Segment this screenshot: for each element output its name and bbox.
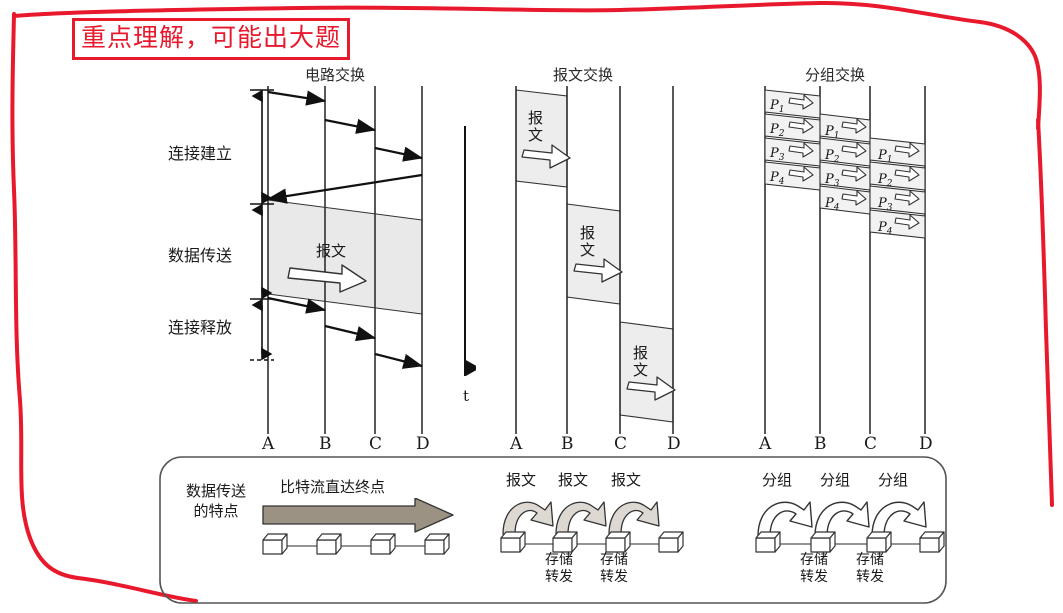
message-node-a: A <box>510 434 523 454</box>
store-forward-line2: 转发 <box>856 569 884 585</box>
panel-title-packet-switching: 分组交换 <box>805 66 866 84</box>
message-segment-label-1: 报文 <box>528 109 544 144</box>
packet-switching-diagram: P1 P2 P3 P4 P1 P2 P3 P4 P1 P2 P3 P4 <box>764 86 926 434</box>
circuit-data-label: 报文 <box>316 242 347 260</box>
summary-packet-caption-1: 分组 <box>762 471 793 489</box>
packet-node-b: B <box>814 434 827 454</box>
summary-message-caption-3: 报文 <box>611 471 642 489</box>
message-node-c: C <box>614 434 628 454</box>
time-axis-arrow <box>464 126 476 376</box>
summary-feature-label-line2: 的特点 <box>193 502 239 520</box>
message-segment-label-3: 报文 <box>633 344 649 379</box>
summary-feature-label-line1: 数据传送 <box>185 482 246 500</box>
summary-message-caption-2: 报文 <box>558 471 589 489</box>
store-forward-line2: 转发 <box>600 569 628 585</box>
phase-label-connection-release: 连接释放 <box>168 318 233 337</box>
store-forward-line1: 存储 <box>856 552 884 568</box>
time-axis-label: t <box>463 387 470 405</box>
phase-label-data-transfer: 数据传送 <box>168 246 233 265</box>
highlight-note-text: 重点理解，可能出大题 <box>81 23 342 52</box>
summary-packet-caption-2: 分组 <box>820 471 851 489</box>
circuit-node-c: C <box>369 434 383 454</box>
circuit-node-d: D <box>416 434 430 454</box>
panel-title-message-switching: 报文交换 <box>553 66 614 84</box>
circuit-node-a: A <box>262 434 275 454</box>
summary-packet-caption-3: 分组 <box>878 471 909 489</box>
store-forward-line2: 转发 <box>545 569 573 585</box>
store-forward-line1: 存储 <box>800 552 828 568</box>
phase-label-connection-setup: 连接建立 <box>168 144 233 163</box>
summary-circuit-graphic <box>262 498 454 555</box>
summary-message-store-forward-2: 存储 转发 <box>600 552 628 586</box>
message-node-b: B <box>561 434 574 454</box>
message-switching-diagram <box>515 86 676 434</box>
summary-message-graphic <box>500 501 684 553</box>
summary-packet-store-forward-1: 存储 转发 <box>800 552 828 586</box>
packet-node-a: A <box>759 434 772 454</box>
summary-feature-label: 数据传送 的特点 <box>170 481 262 521</box>
store-forward-line2: 转发 <box>800 569 828 585</box>
packet-node-d: D <box>919 434 933 454</box>
summary-packet-graphic <box>755 501 945 553</box>
summary-packet-store-forward-2: 存储 转发 <box>856 552 884 586</box>
message-segment-label-2: 报文 <box>580 224 596 259</box>
summary-circuit-caption: 比特流直达终点 <box>280 478 386 496</box>
message-node-d: D <box>667 434 681 454</box>
panel-title-circuit-switching: 电路交换 <box>305 66 366 84</box>
summary-message-caption-1: 报文 <box>506 471 537 489</box>
packet-node-c: C <box>864 434 878 454</box>
summary-message-store-forward-1: 存储 转发 <box>545 552 573 586</box>
store-forward-line1: 存储 <box>545 552 573 568</box>
circuit-node-b: B <box>319 434 332 454</box>
store-forward-line1: 存储 <box>600 552 628 568</box>
phase-dimension-bars <box>250 89 274 361</box>
highlight-note-box: 重点理解，可能出大题 <box>72 18 351 60</box>
summary-box-outline <box>159 456 947 604</box>
